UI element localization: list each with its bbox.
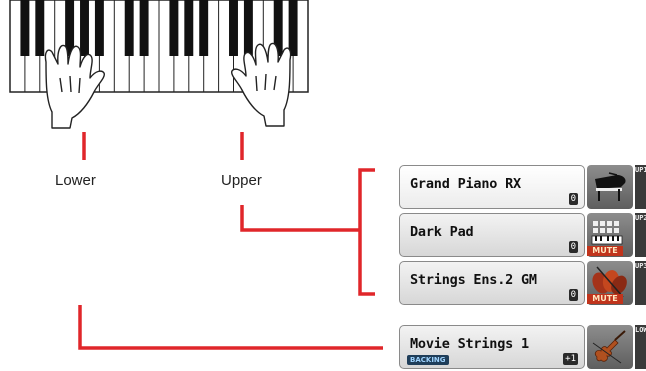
black-key (199, 0, 208, 56)
black-key (229, 0, 238, 56)
mute-badge[interactable]: MUTE (587, 294, 623, 304)
grand-piano-icon[interactable] (587, 165, 633, 209)
black-key (125, 0, 134, 56)
backing-badge: BACKING (407, 355, 449, 365)
connector-lines (80, 132, 383, 348)
sound-name-area[interactable]: Grand Piano RX 0 (399, 165, 585, 209)
upper-connector (242, 205, 360, 230)
black-key (95, 0, 104, 56)
track-lower[interactable]: Movie Strings 1 BACKING +1 LOW (399, 325, 646, 369)
track-upper-3[interactable]: Strings Ens.2 GM 0 MUTE UP3 (399, 261, 646, 305)
black-key (140, 0, 149, 56)
black-key (289, 0, 298, 56)
black-key (80, 0, 89, 56)
sound-name: Grand Piano RX (410, 176, 521, 192)
sound-name-area[interactable]: Strings Ens.2 GM 0 (399, 261, 585, 305)
sound-name: Dark Pad (410, 224, 473, 240)
octave-indicator: +1 (563, 353, 578, 365)
sound-name-area[interactable]: Dark Pad 0 (399, 213, 585, 257)
track-side-tag: UP1 (635, 165, 646, 209)
black-key (20, 0, 29, 56)
track-side-tag: UP2 (635, 213, 646, 257)
lower-label: Lower (55, 172, 96, 189)
track-side-tag: LOW (635, 325, 646, 369)
track-upper-1[interactable]: Grand Piano RX 0 UP1 (399, 165, 646, 209)
sound-name: Movie Strings 1 (410, 336, 529, 352)
black-key (244, 0, 253, 56)
track-side-tag: UP3 (635, 261, 646, 305)
octave-indicator: 0 (569, 241, 578, 253)
track-upper-2[interactable]: Dark Pad 0 MUTE UP2 (399, 213, 646, 257)
upper-label: Upper (221, 172, 262, 189)
black-key (35, 0, 44, 56)
mute-badge[interactable]: MUTE (587, 246, 623, 256)
upper-tracks-bracket (360, 170, 375, 294)
violin-icon[interactable] (587, 325, 633, 369)
black-key (184, 0, 193, 56)
lower-connector (80, 305, 383, 348)
sound-name-area[interactable]: Movie Strings 1 BACKING +1 (399, 325, 585, 369)
black-key (169, 0, 178, 56)
sound-name: Strings Ens.2 GM (410, 272, 537, 288)
octave-indicator: 0 (569, 289, 578, 301)
octave-indicator: 0 (569, 193, 578, 205)
